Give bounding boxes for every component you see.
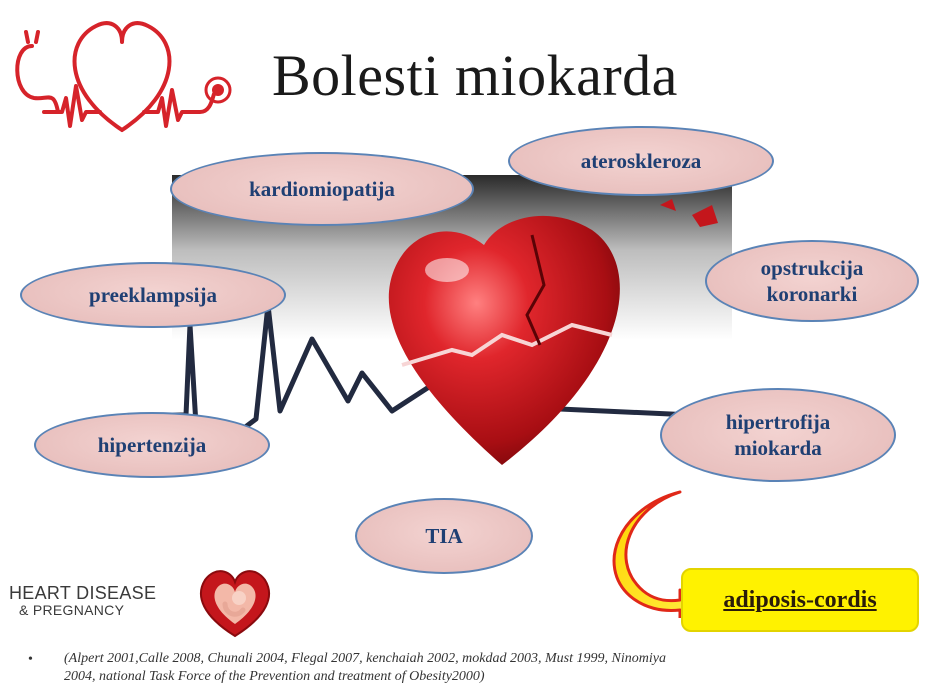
topic-label: hipertrofija [725,409,831,434]
reference-line: (Alpert 2001,Calle 2008, Chunali 2004, F… [64,651,666,666]
topic-label: koronarki [766,282,858,306]
reference-bullet: • [28,652,33,667]
topic-label: preeklampsija [89,282,217,307]
topic-opstrukcija-koronarki: opstrukcija koronarki [705,240,919,322]
topic-label: opstrukcija [760,255,864,280]
adiposis-cordis-label: adiposis-cordis [723,586,877,613]
broken-heart-ecg-image [172,175,732,475]
logo-line2: & PREGNANCY [19,601,125,618]
topic-kardiomiopatija: kardiomiopatija [170,152,474,226]
heart-disease-pregnancy-logo: HEART DISEASE & PREGNANCY [9,584,199,618]
logo-line1: HEART DISEASE [9,583,157,603]
references: (Alpert 2001,Calle 2008, Chunali 2004, F… [64,650,924,686]
topic-label: kardiomiopatija [249,176,395,201]
topic-hipertenzija: hipertenzija [34,412,270,478]
topic-label: TIA [425,523,463,548]
page-title: Bolesti miokarda [272,43,678,108]
topic-label: miokarda [734,436,822,460]
topic-label: ateroskleroza [580,148,702,173]
heart-fetus-icon [200,570,270,638]
stethoscope-heart-logo-icon [15,21,232,132]
adiposis-cordis-box: adiposis-cordis [681,568,919,632]
topic-hipertrofija-miokarda: hipertrofija miokarda [660,388,896,482]
topic-ateroskleroza: ateroskleroza [508,126,774,196]
topic-label: hipertenzija [97,432,207,457]
topic-preeklampsija: preeklampsija [20,262,286,328]
reference-line: 2004, national Task Force of the Prevent… [64,669,485,684]
topic-tia: TIA [355,498,533,574]
